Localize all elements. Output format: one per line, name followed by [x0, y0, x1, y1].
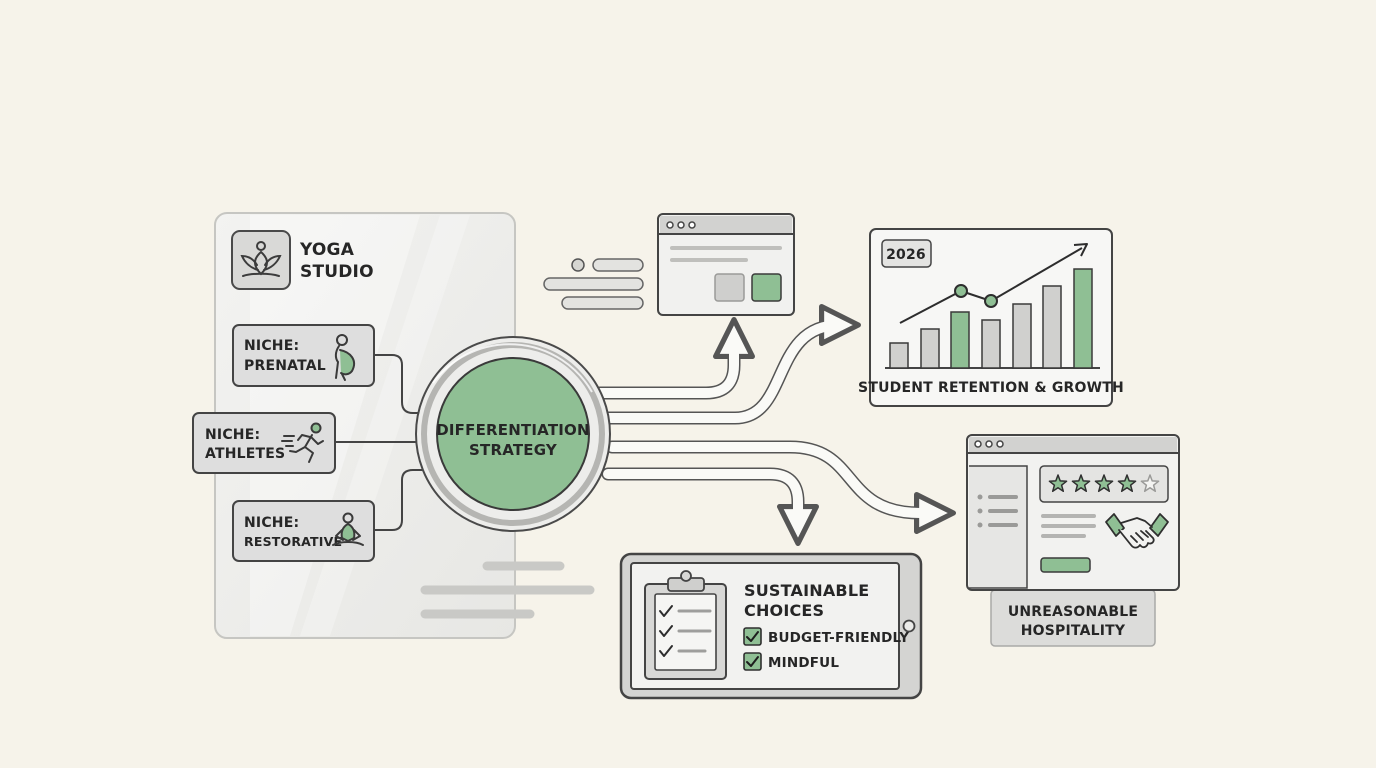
growth-bar: [981, 319, 1001, 369]
niche-restorative-label: NICHE:: [244, 515, 299, 531]
studio-header: YOGA STUDIO: [231, 230, 374, 290]
studio-title-line1: YOGA: [299, 240, 355, 260]
growth-chart-card: 2026 STUDENT RETENTION & GROWTH: [858, 228, 1124, 407]
niche-prenatal-value: PRENATAL: [244, 358, 326, 374]
growth-bar: [1042, 285, 1062, 369]
window-dot-icon: [688, 221, 696, 229]
niche-prenatal-label: NICHE:: [244, 338, 299, 354]
trend-arrow-icon: [1073, 243, 1088, 257]
window-dot-icon: [974, 440, 982, 448]
niche-connectors: [335, 354, 428, 531]
window-dot-icon: [985, 440, 993, 448]
growth-bar: [950, 311, 970, 369]
niche-athletes-label: NICHE:: [205, 427, 260, 443]
hospitality-caption-line2: HOSPITALITY: [1021, 623, 1126, 639]
lotus-icon: [240, 241, 282, 277]
window-dot-icon: [666, 221, 674, 229]
window-dot-icon: [677, 221, 685, 229]
hub-label-line2: STRATEGY: [469, 441, 558, 459]
hub-label-line1: DIFFERENTIATION: [436, 421, 590, 439]
star-filled-icon: [1048, 474, 1068, 493]
differentiation-hub: DIFFERENTIATION STRATEGY: [415, 336, 611, 532]
sustainable-item-budget: BUDGET-FRIENDLY: [768, 630, 909, 646]
checkbox-budget-friendly: BUDGET-FRIENDLY: [743, 627, 909, 646]
niche-athletes-card: NICHE: ATHLETES: [192, 412, 336, 474]
sustainable-choices-tablet: SUSTAINABLE CHOICES BUDGET-FRIENDLY MIND…: [619, 552, 923, 700]
handshake-icon: [1105, 513, 1169, 549]
website-browser-window: [657, 213, 795, 316]
sustainable-title-line2: CHOICES: [744, 601, 824, 620]
runner-icon: [281, 422, 324, 463]
hospitality-card: UNREASONABLE HOSPITALITY: [966, 434, 1180, 647]
speed-lines-top: [543, 258, 644, 310]
star-rating: [1048, 474, 1160, 493]
growth-bar: [1012, 303, 1032, 369]
pregnant-woman-icon: [334, 334, 356, 381]
star-filled-icon: [1071, 474, 1091, 493]
growth-bars: [889, 268, 1093, 369]
niche-restorative-value: RESTORATIVE: [244, 534, 342, 549]
niche-restorative-card: NICHE: RESTORATIVE: [232, 500, 375, 562]
niche-athletes-value: ATHLETES: [205, 446, 285, 462]
star-filled-icon: [1094, 474, 1114, 493]
studio-title-line2: STUDIO: [300, 262, 374, 282]
sustainable-item-mindful: MINDFUL: [768, 655, 839, 671]
growth-bar: [889, 342, 909, 369]
speed-lines-left: [420, 561, 595, 619]
hospitality-caption-line1: UNREASONABLE: [1008, 604, 1138, 620]
growth-bar: [920, 328, 940, 369]
growth-bar: [1073, 268, 1093, 369]
sustainable-title-line1: SUSTAINABLE: [744, 581, 869, 600]
window-dot-icon: [996, 440, 1004, 448]
tablet-home-button: [902, 619, 916, 633]
growth-chart-year: 2026: [886, 247, 926, 263]
flow-arrows: [593, 304, 956, 546]
niche-prenatal-card: NICHE: PRENATAL: [232, 324, 375, 387]
star-filled-icon: [1117, 474, 1137, 493]
growth-trend-line: [899, 247, 1083, 324]
checkbox-mindful: MINDFUL: [743, 652, 839, 671]
clipboard-checklist-icon: [644, 570, 727, 680]
meditation-icon: [332, 512, 364, 546]
star-empty-icon: [1140, 474, 1160, 493]
growth-chart-caption: STUDENT RETENTION & GROWTH: [858, 380, 1124, 396]
